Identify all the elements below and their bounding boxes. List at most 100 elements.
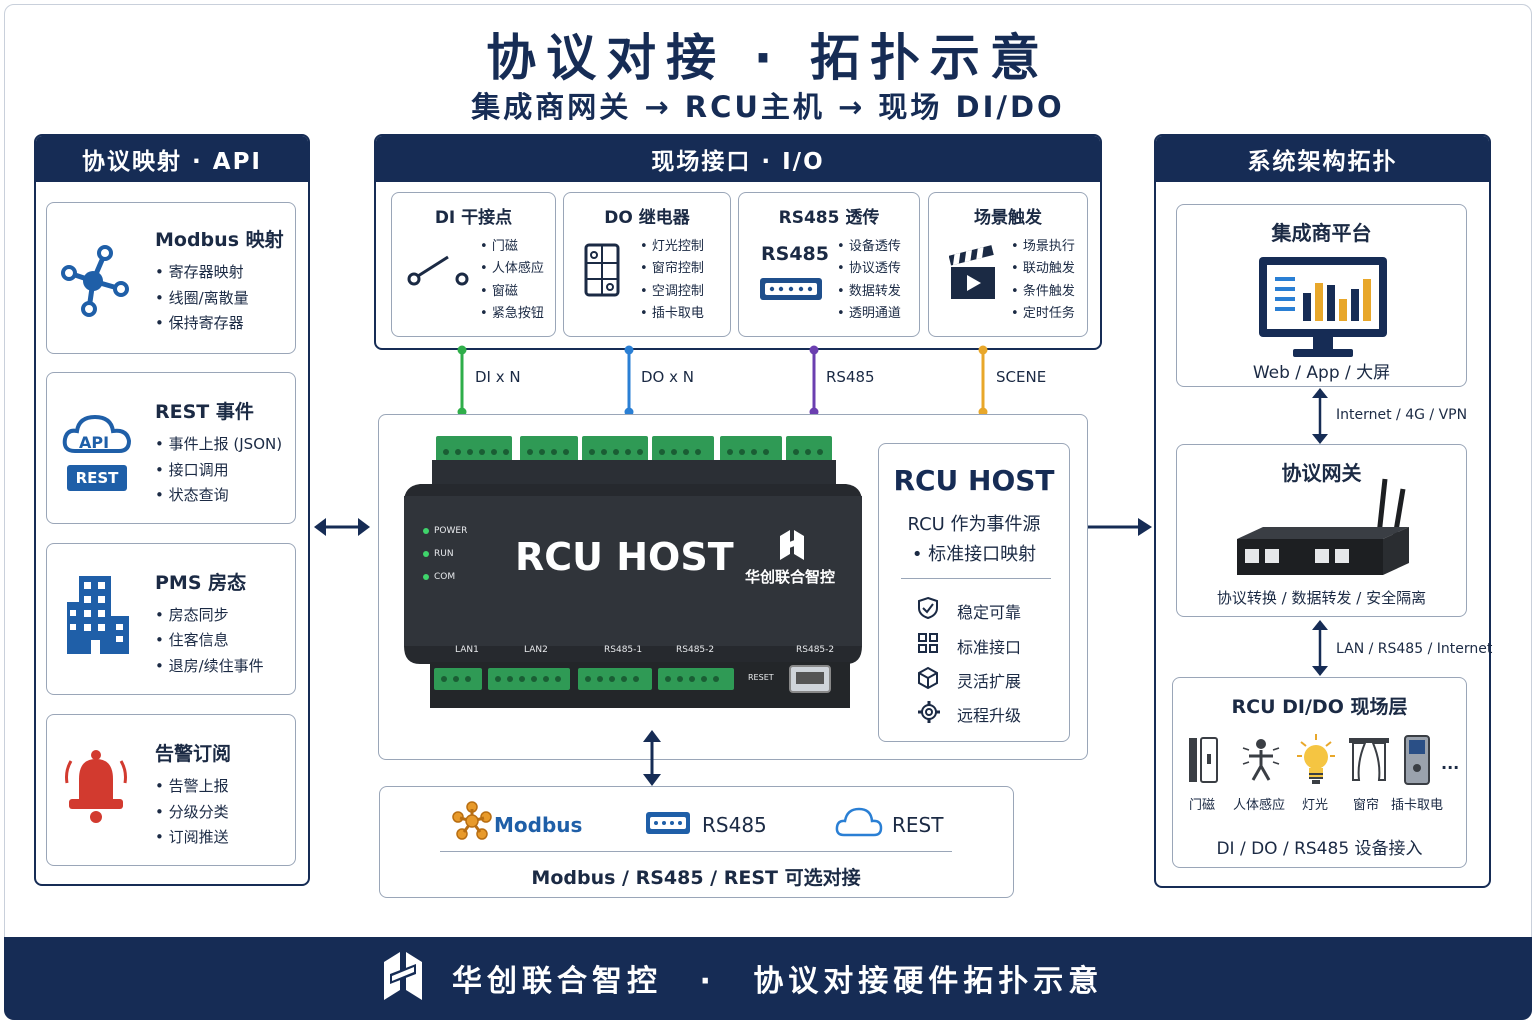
gateway-title: 协议网关: [1281, 461, 1362, 485]
footer-text: 华创联合智控 · 协议对接硬件拓扑示意: [452, 956, 1103, 1000]
list-item: 分级分类: [155, 801, 229, 822]
curtain-icon: [1349, 738, 1389, 781]
list-item: 状态查询: [155, 484, 229, 505]
host-info-card: RCU HOST RCU 作为事件源 • 标准接口映射 稳定可靠 标准接口 灵活…: [878, 443, 1070, 742]
port-label-lan2: LAN2: [524, 645, 548, 655]
port-label-rs485-2: RS485-2: [676, 645, 715, 655]
host-info-title: RCU HOST: [893, 464, 1055, 497]
api-icon-text: API: [79, 433, 110, 452]
reset-label: RESET: [748, 673, 774, 682]
list-item: 告警上报: [155, 775, 229, 796]
port-label-lan1: LAN1: [455, 645, 479, 655]
panel-title: 协议映射 · API: [36, 136, 308, 182]
list-item: 条件触发: [1011, 280, 1075, 299]
list-item: 订阅推送: [155, 826, 229, 847]
relay-icon: [584, 243, 620, 297]
modbus-icon: [452, 801, 492, 840]
rs485-port-icon: [646, 812, 690, 834]
device-led-com: COM: [434, 572, 456, 582]
card-title: DO 继电器: [604, 208, 690, 228]
card-title: DI 干接点: [434, 208, 513, 228]
light-bulb-icon: [1297, 734, 1335, 784]
switch-icon: [407, 255, 469, 286]
list-item: 空调控制: [640, 280, 704, 299]
rs485-link-label: RS485: [826, 368, 875, 386]
list-item: 设备透传: [837, 235, 901, 254]
card-title: 场景触发: [974, 208, 1042, 228]
platform-caption: Web / App / 大屏: [1252, 363, 1391, 383]
di-card: DI 干接点 门磁 人体感应 窗磁 紧急按钮: [391, 192, 556, 337]
gateway-caption: 协议转换 / 数据转发 / 安全隔离: [1216, 589, 1427, 607]
more-devices: ...: [1441, 754, 1460, 773]
list-item: 窗帘控制: [640, 257, 704, 276]
card-title: Modbus 映射: [155, 229, 284, 251]
card-title: PMS 房态: [155, 572, 247, 594]
footer-brand: 华创联合智控: [452, 964, 662, 999]
list-item: 透明通道: [837, 302, 901, 321]
vertical-bidirectional-arrow: [1312, 388, 1328, 444]
left-bidirectional-arrow: [314, 518, 370, 536]
feature-label: 稳定可靠: [957, 603, 1022, 622]
panel-title: 现场接口 · I/O: [376, 136, 1100, 182]
door-sensor-icon: [1189, 737, 1218, 783]
right-arrow: [1088, 518, 1152, 536]
rs485-card: RS485 透传 RS485 设备透传 协议透传 数据转发 透明通道: [738, 192, 920, 337]
protocol-rs485-label: RS485: [702, 813, 767, 837]
rest-event-card: API REST REST 事件 事件上报 (JSON) 接口调用 状态查询: [46, 372, 296, 524]
cube-icon: [918, 666, 938, 690]
list-item: 保持寄存器: [155, 312, 244, 333]
scene-trigger-card: 场景触发 场景执行 联动触发 条件触发 定时任务: [928, 192, 1088, 337]
vertical-bidirectional-arrow: [1312, 620, 1328, 676]
device-name: RCU HOST: [515, 535, 734, 579]
list-item: 紧急按钮: [480, 302, 544, 321]
device-label: 灯光: [1302, 798, 1329, 813]
field-layer-card: RCU DI/DO 现场层 门磁 人体感应 灯光 窗帘 插卡取电 ... DI …: [1172, 677, 1467, 868]
network-nodes-icon: [61, 245, 129, 317]
card-title: RS485 透传: [778, 208, 880, 228]
page-subtitle: 集成商网关 → RCU主机 → 现场 DI/DO: [471, 90, 1065, 124]
list-item: 住客信息: [155, 629, 229, 650]
building-icon: [67, 576, 129, 654]
list-item: 退房/续住事件: [155, 655, 264, 676]
list-item: 数据转发: [837, 280, 901, 299]
device-label: 人体感应: [1233, 798, 1286, 813]
list-item: 定时任务: [1011, 302, 1075, 321]
device-label: 门磁: [1189, 798, 1216, 813]
feature-label: 远程升级: [957, 706, 1022, 725]
protocol-gateway-card: 协议网关 协议转换 / 数据转发 / 安全隔离: [1176, 444, 1467, 617]
divider: [440, 851, 952, 852]
list-item: 门磁: [480, 235, 518, 254]
port-label-rs485-2b: RS485-2: [796, 645, 835, 655]
card-title: REST 事件: [155, 401, 254, 423]
field-layer-title: RCU DI/DO 现场层: [1231, 696, 1408, 718]
gear-icon: [918, 701, 940, 723]
list-item: 灯光控制: [640, 235, 704, 254]
di-link-label: DI x N: [475, 368, 521, 386]
gateway-router-icon: [1237, 478, 1409, 575]
page-title: 协议对接 · 拓扑示意: [486, 29, 1050, 87]
footer-separator: ·: [699, 964, 716, 999]
io-link-lines: [457, 345, 988, 417]
cloud-icon: [835, 807, 883, 837]
port-label-rs485-1: RS485-1: [604, 645, 643, 655]
host-info-line1: RCU 作为事件源: [907, 514, 1041, 535]
protocol-rest-label: REST: [892, 813, 944, 837]
monitor-dashboard-icon: [1259, 257, 1387, 357]
rs485-icon-label: RS485: [761, 243, 829, 265]
clapperboard-icon: [949, 245, 995, 299]
card-title: 告警订阅: [155, 743, 232, 765]
list-item: 场景执行: [1011, 235, 1075, 254]
list-item: 插卡取电: [640, 302, 704, 321]
device-label: 窗帘: [1353, 798, 1380, 813]
do-link-label: DO x N: [641, 368, 694, 386]
protocol-caption: Modbus / RS485 / REST 可选对接: [531, 867, 861, 889]
field-caption: DI / DO / RS485 设备接入: [1216, 839, 1423, 859]
footer-caption: 协议对接硬件拓扑示意: [753, 964, 1104, 999]
modbus-mapping-card: Modbus 映射 寄存器映射 线圈/离散量 保持寄存器: [46, 202, 296, 354]
link-label-lan: LAN / RS485 / Internet: [1336, 641, 1493, 657]
list-item: 接口调用: [155, 459, 229, 480]
panel-title: 系统架构拓扑: [1156, 136, 1489, 182]
brand-logo-icon: [384, 952, 422, 1000]
list-item: 联动触发: [1011, 257, 1075, 276]
alarm-bell-icon: [65, 750, 127, 823]
